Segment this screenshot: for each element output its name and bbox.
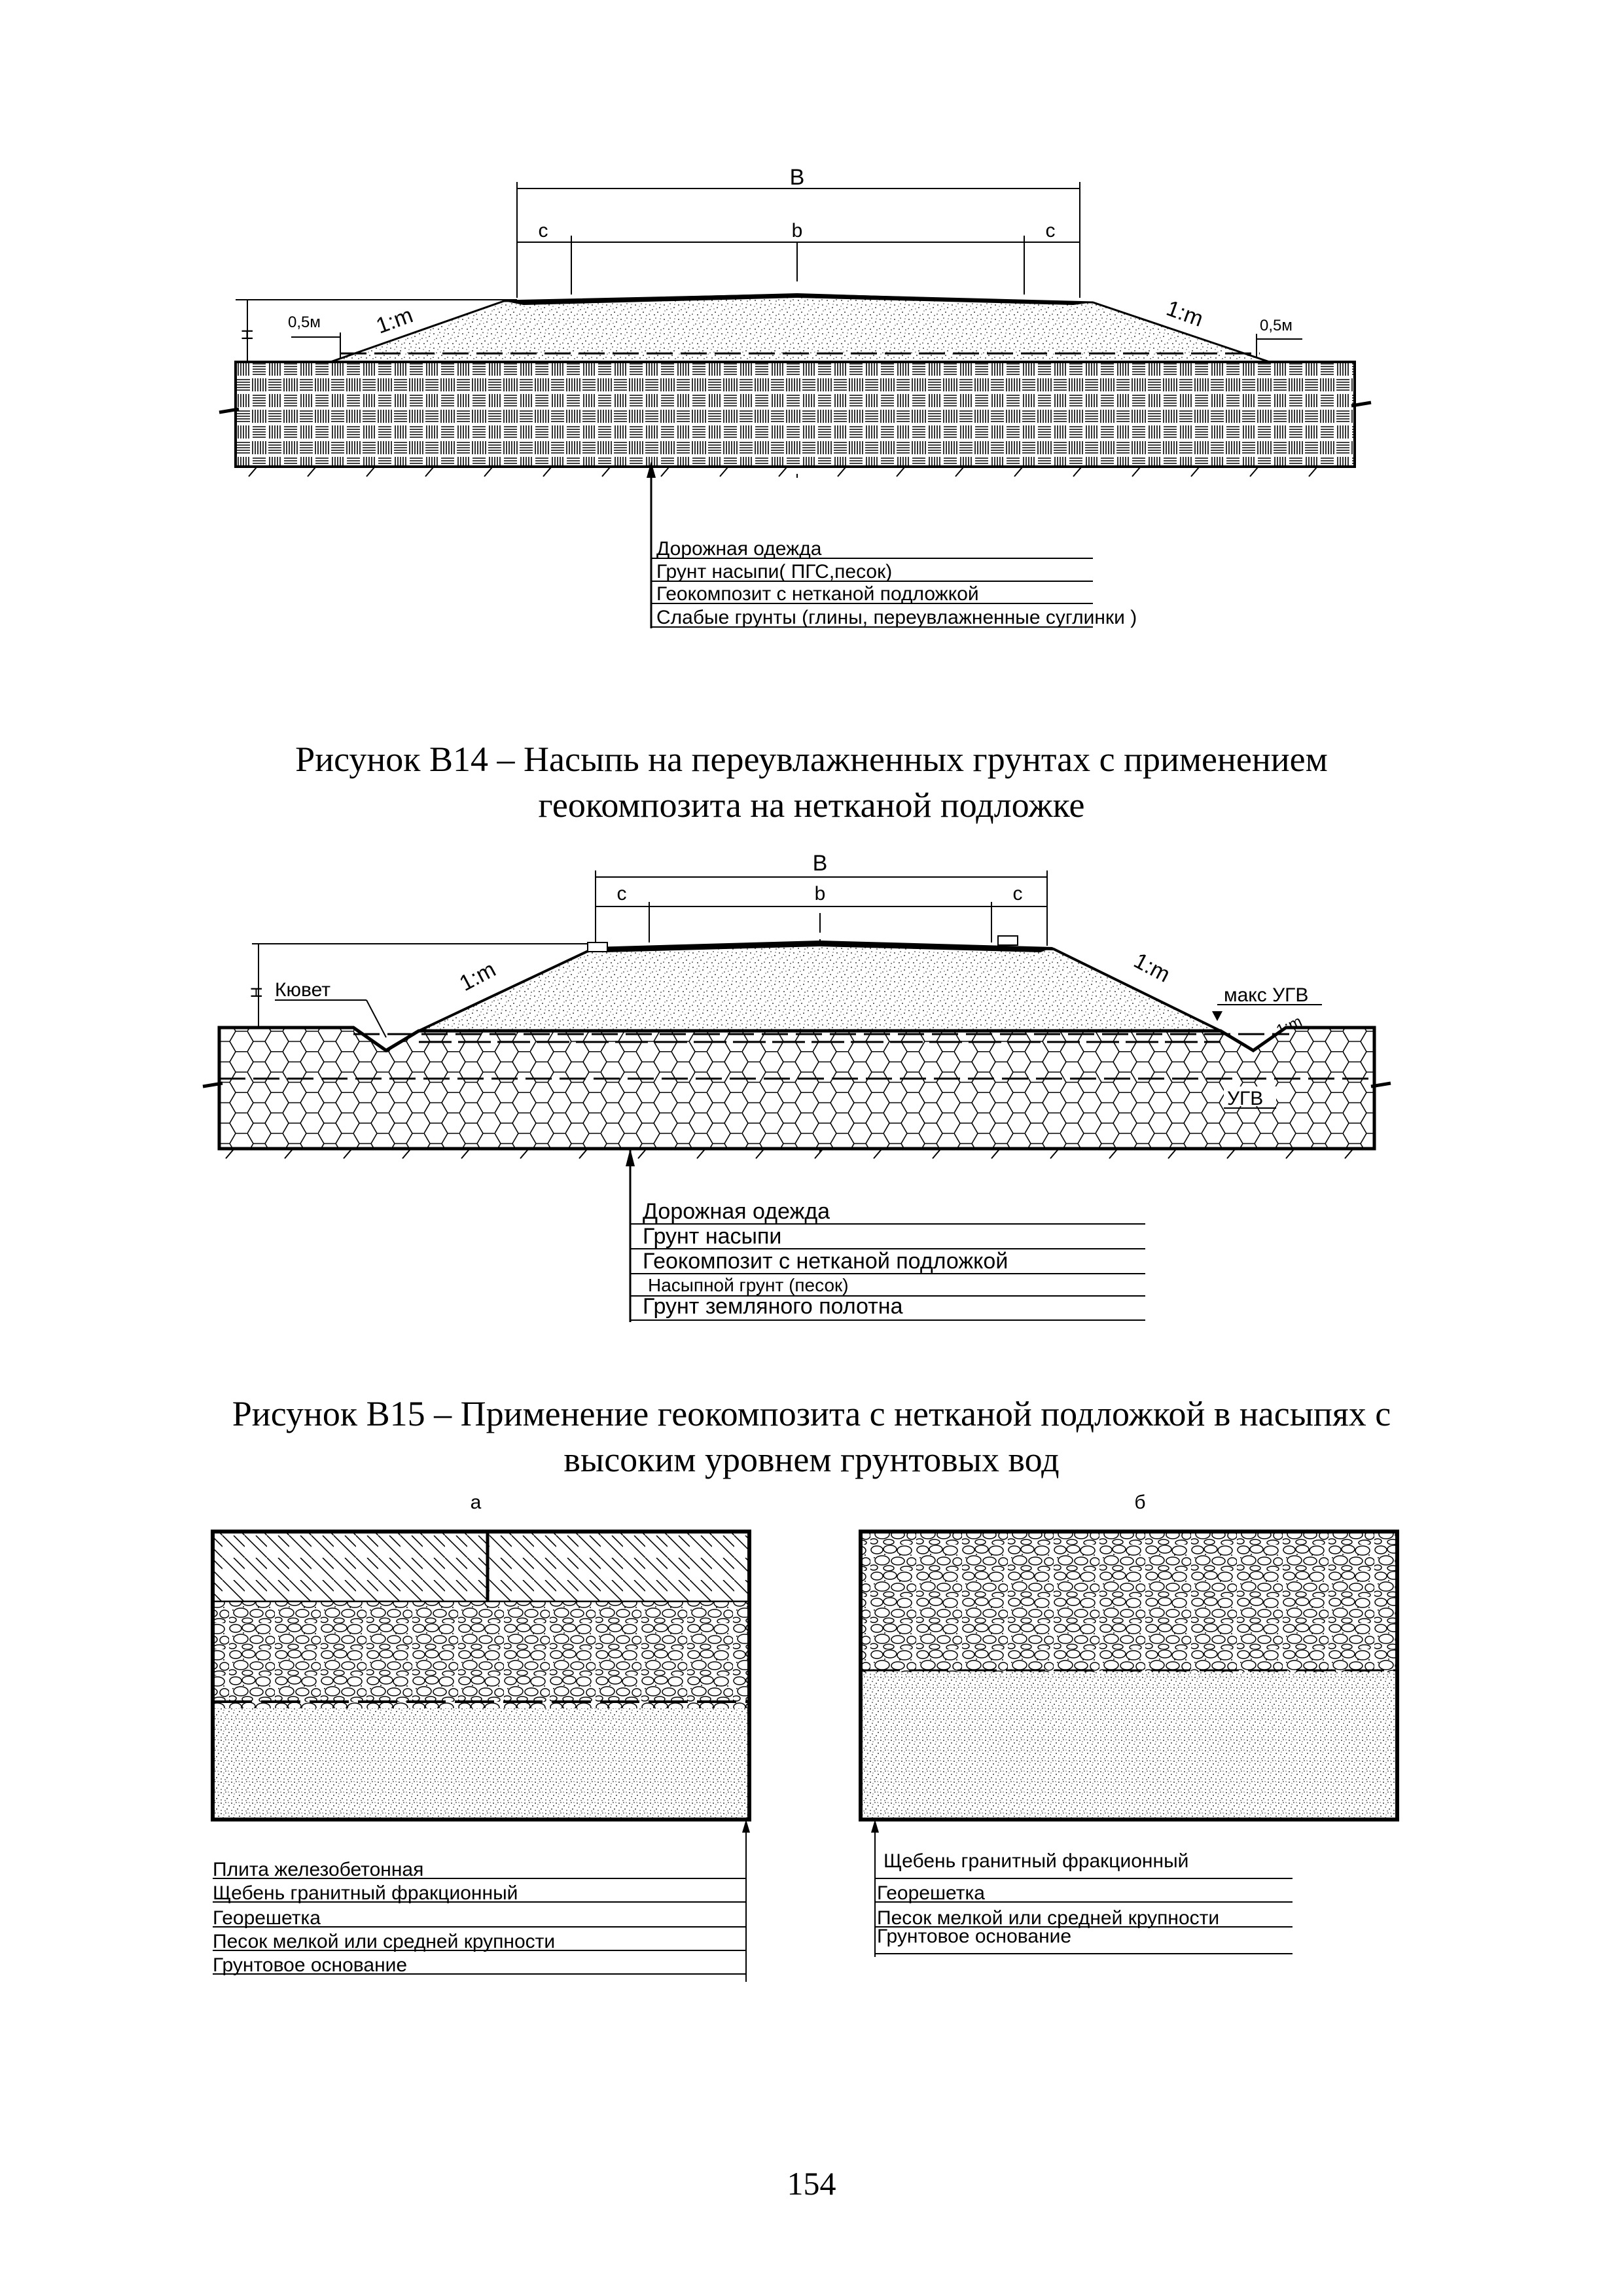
b15-dimensions bbox=[252, 870, 1048, 1152]
b14-legend-2: Грунт насыпи( ПГС,песок) bbox=[656, 561, 892, 583]
a-legend-lines bbox=[213, 1878, 746, 1975]
figure-a-label: а bbox=[471, 1492, 482, 1513]
b14-legend-3: Геокомпозит с нетканой подложкой bbox=[656, 583, 979, 605]
figure-a: а Плита железобетонная Щебень гранитный … bbox=[211, 1492, 751, 1982]
figure-b14: B c b c H 0,5м 0,5м 1:m 1:m bbox=[219, 165, 1372, 825]
b14-ground-hatch bbox=[248, 467, 1317, 477]
b14-embankment bbox=[330, 293, 1270, 363]
b15-max-gwl: макс УГВ bbox=[1224, 984, 1308, 1006]
b-gravel bbox=[861, 1532, 1397, 1672]
b15-dim-b: b bbox=[815, 883, 826, 905]
figure-b15: B c b c H Кювет 1:m 1:m 1:m макс УГВ 1:m… bbox=[202, 851, 1391, 1479]
b15-embankment bbox=[418, 941, 1221, 1032]
a-slab-left bbox=[211, 1530, 490, 1604]
b14-legend-1: Дорожная одежда bbox=[656, 538, 822, 560]
figure-b: б Щебень гранитный фракционный Георешетк… bbox=[859, 1492, 1399, 1957]
b-legend-2: Георешетка bbox=[877, 1882, 985, 1904]
b15-caption-line1: Рисунок В15 – Применение геокомпозита с … bbox=[232, 1394, 1391, 1433]
b15-dim-c-left: c bbox=[617, 883, 627, 905]
a-legend-2: Щебень гранитный фракционный bbox=[213, 1882, 518, 1904]
b-legend-1: Щебень гранитный фракционный bbox=[883, 1850, 1188, 1872]
b14-dim-c-right: c bbox=[1046, 220, 1056, 242]
b14-caption-line1: Рисунок В14 – Насыпь на переувлажненных … bbox=[295, 740, 1328, 779]
b14-weak-soil bbox=[234, 361, 1356, 468]
b14-legend-lines bbox=[651, 558, 1093, 628]
b15-dim-c-right: c bbox=[1013, 883, 1023, 905]
a-legend-1: Плита железобетонная bbox=[213, 1859, 423, 1880]
b15-slope-left: 1:m bbox=[455, 957, 500, 996]
b14-offset-right: 0,5м bbox=[1260, 317, 1293, 334]
b-legend-4: Грунтовое основание bbox=[877, 1926, 1071, 1947]
a-legend-5: Грунтовое основание bbox=[213, 1954, 407, 1976]
b15-legend-4: Насыпной грунт (песок) bbox=[648, 1275, 849, 1295]
b15-gwl: УГВ bbox=[1227, 1088, 1263, 1109]
b14-caption-line2: геокомпозита на нетканой подложке bbox=[539, 785, 1085, 825]
b14-slope-right: 1:m bbox=[1163, 296, 1206, 332]
b15-caption-line2: высоким уровнем грунтовых вод bbox=[563, 1440, 1059, 1479]
b15-legend-lines bbox=[630, 1223, 1145, 1321]
a-legend-3: Георешетка bbox=[213, 1907, 321, 1929]
b15-ditch-label: Кювет bbox=[275, 979, 330, 1001]
figure-b-label: б bbox=[1134, 1492, 1145, 1513]
b14-pavement bbox=[504, 293, 1093, 305]
a-gravel bbox=[213, 1602, 749, 1708]
b-sand bbox=[861, 1672, 1397, 1820]
b15-legend-5: Грунт земляного полотна bbox=[643, 1294, 903, 1319]
a-slab-right bbox=[486, 1530, 751, 1604]
b14-legend-4: Слабые грунты (глины, переувлажненные су… bbox=[656, 607, 1137, 628]
b-legend-3: Песок мелкой или средней крупности bbox=[877, 1907, 1219, 1929]
b14-dim-c-left: c bbox=[539, 220, 548, 242]
page-number: 154 bbox=[787, 2165, 836, 2202]
b15-dim-H: H bbox=[248, 987, 266, 998]
b14-dimensions bbox=[236, 182, 1080, 481]
b15-slope-right: 1:m bbox=[1130, 948, 1174, 988]
b15-ground-hatch bbox=[225, 1149, 1353, 1159]
b15-legend-1: Дорожная одежда bbox=[643, 1199, 830, 1224]
a-frame bbox=[211, 1530, 751, 1821]
a-legend-4: Песок мелкой или средней крупности bbox=[213, 1931, 555, 1952]
b15-pavement bbox=[592, 941, 1054, 952]
b15-legend-3: Геокомпозит с нетканой подложкой bbox=[643, 1249, 1008, 1274]
b-legend-lines bbox=[875, 1878, 1293, 1954]
b14-offset-left: 0,5м bbox=[288, 314, 321, 331]
b14-dim-H: H bbox=[239, 329, 257, 340]
b-frame bbox=[859, 1530, 1399, 1821]
b15-dim-B: B bbox=[813, 851, 828, 876]
b15-legend-2: Грунт насыпи bbox=[643, 1224, 781, 1249]
b14-dim-b: b bbox=[792, 220, 803, 242]
a-sand bbox=[213, 1708, 749, 1820]
b14-dim-B: B bbox=[790, 165, 805, 190]
